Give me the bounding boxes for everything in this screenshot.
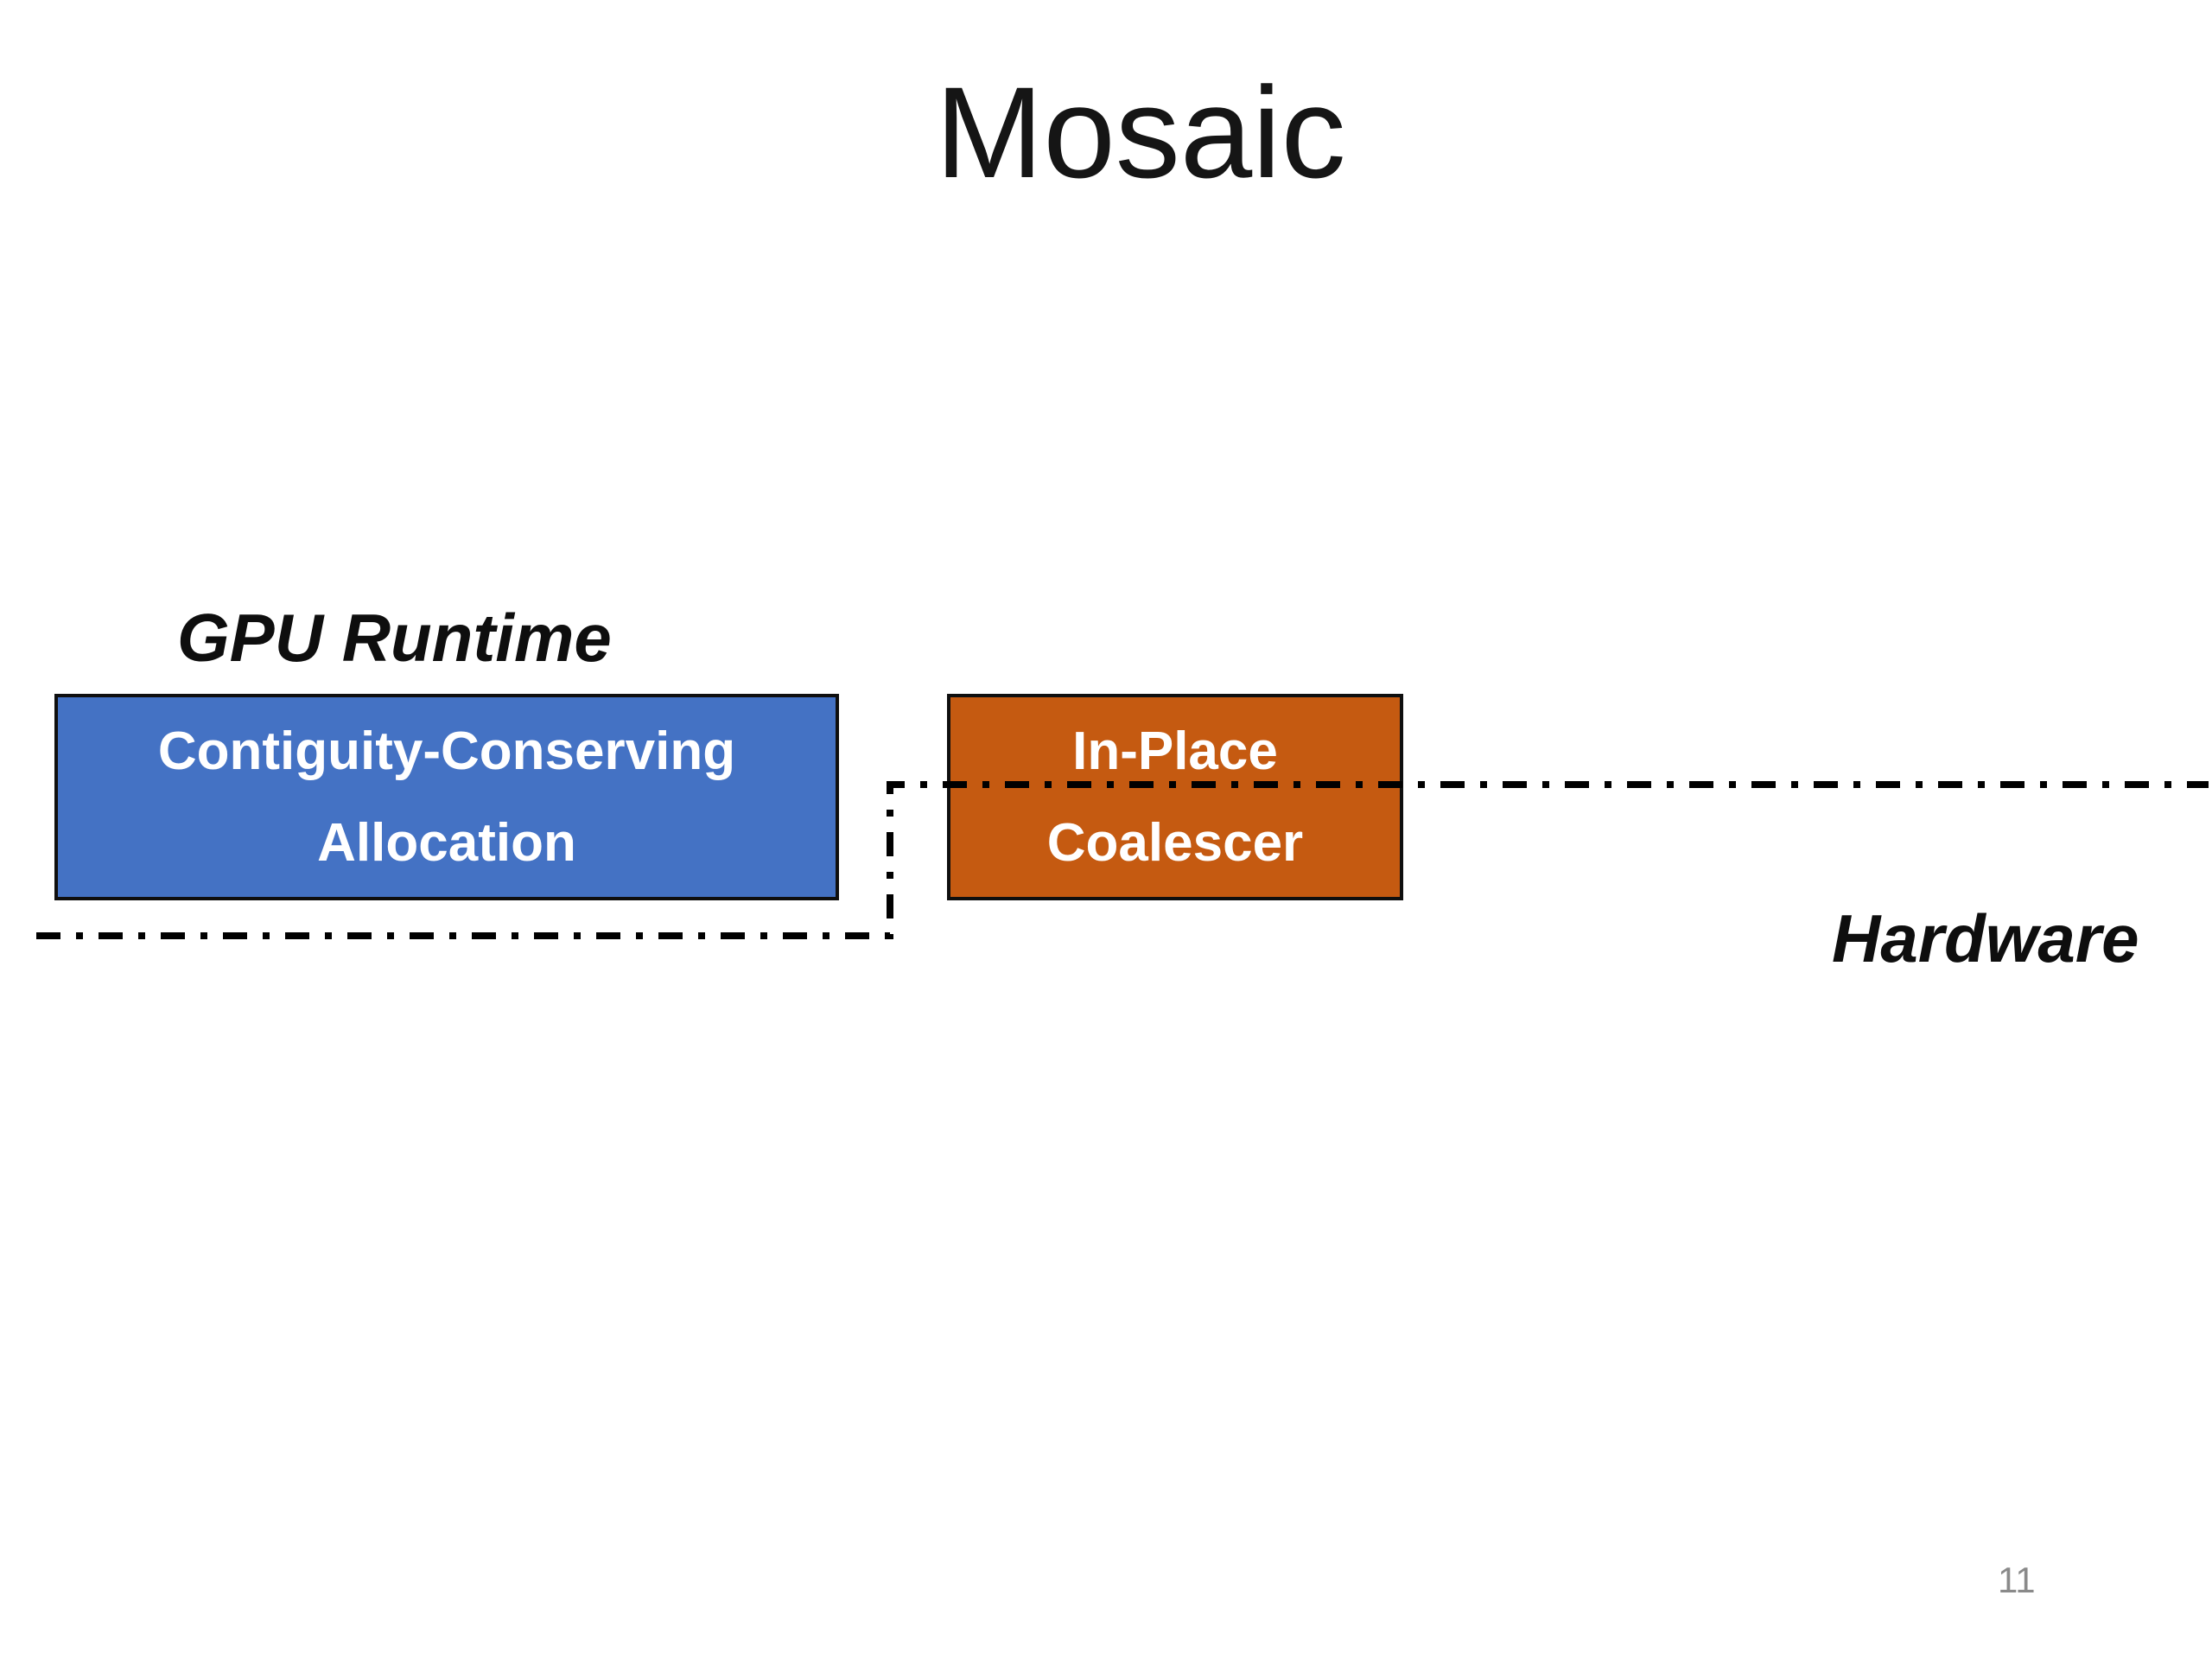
page-number: 11 — [1998, 1560, 2036, 1600]
coalescer-box-label-line2: Coalescer — [1046, 812, 1304, 873]
slide-title: Mosaic — [935, 60, 1346, 205]
gpu-runtime-label: GPU Runtime — [177, 600, 612, 676]
in-place-coalescer-box: In-Place Coalescer — [947, 694, 1403, 900]
allocation-box-label-line2: Allocation — [317, 812, 576, 873]
coalescer-box-label-line1: In-Place — [1072, 721, 1278, 781]
hardware-label: Hardware — [1832, 900, 2139, 976]
contiguity-conserving-allocation-box: Contiguity-Conserving Allocation — [54, 694, 839, 900]
allocation-box-label-line1: Contiguity-Conserving — [157, 721, 736, 781]
